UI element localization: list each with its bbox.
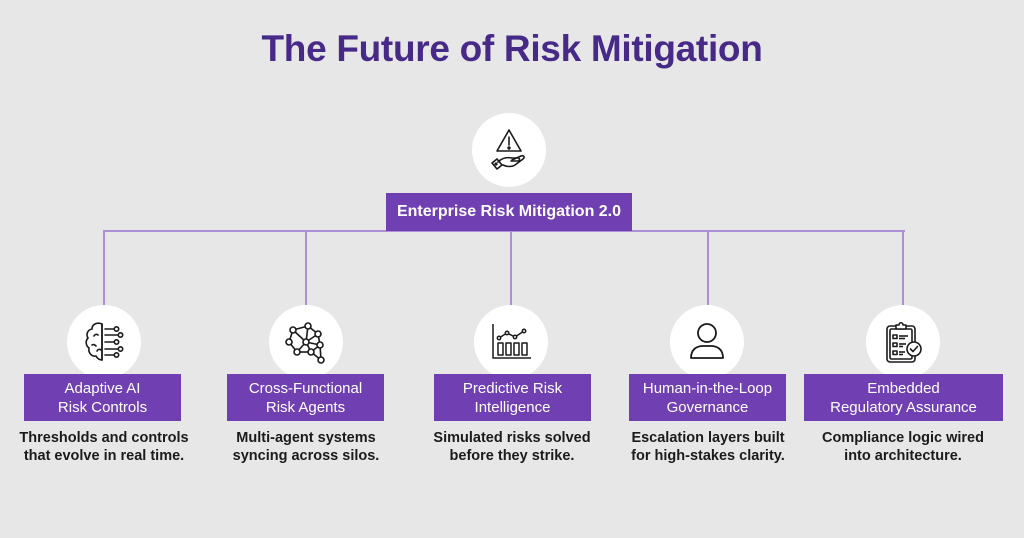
node-1-desc-line1: Thresholds and controls [19,430,189,446]
node-4-box: Human-in-the-Loop Governance [629,374,786,421]
node-5-desc-line1: Compliance logic wired [822,430,984,446]
node-1-description: Thresholds and controls that evolve in r… [0,429,214,465]
node-3-label-line2: Intelligence [474,398,551,416]
node-2-label-line1: Cross-Functional [248,379,363,397]
node-5-label-line2: Regulatory Assurance [830,398,977,416]
node-2-box: Cross-Functional Risk Agents [227,374,384,421]
connector-horizontal [103,230,905,232]
node-1-desc-line2: that evolve in real time. [23,448,185,464]
node-3-desc-line1: Simulated risks solved [433,430,591,446]
node-2-desc-line1: Multi-agent systems [236,430,376,446]
node-5-box: Embedded Regulatory Assurance [804,374,1003,421]
ai-brain-circuit-icon [85,322,124,361]
node-5-desc-line2: into architecture. [844,448,962,464]
node-5-description: Compliance logic wired into architecture… [793,429,1013,465]
node-5-icon-circle [866,305,940,379]
warning-hand-icon [491,129,525,170]
person-icon [690,323,724,359]
clipboard-check-icon [886,321,922,363]
node-2-desc-line2: syncing across silos. [232,448,380,464]
connector-node-1 [103,231,105,305]
node-4-desc-line1: Escalation layers built [631,430,785,446]
node-4-desc-line2: for high-stakes clarity. [631,448,785,464]
node-4-label-line1: Human-in-the-Loop [642,379,773,397]
node-4-description: Escalation layers built for high-stakes … [598,429,818,465]
node-3-description: Simulated risks solved before they strik… [402,429,622,465]
node-4-label-line2: Governance [666,398,749,416]
node-4-icon-circle [670,305,744,379]
node-1-box: Adaptive AI Risk Controls [24,374,181,421]
node-3-icon-circle [474,305,548,379]
page-title: The Future of Risk Mitigation [261,28,763,69]
node-1-label-line2: Risk Controls [57,398,148,416]
node-3-desc-line2: before they strike. [449,448,575,464]
connector-node-5 [902,231,904,305]
connector-node-4 [707,231,709,305]
node-5-label-line1: Embedded [867,379,940,397]
node-1-label-line1: Adaptive AI [64,379,141,397]
node-1-icon-circle [67,305,141,379]
node-2-label-line2: Risk Agents [265,398,346,416]
node-3-label-line1: Predictive Risk [462,379,563,397]
node-2-icon-circle [269,305,343,379]
network-nodes-icon [285,322,325,364]
connector-node-3 [510,231,512,305]
bar-line-chart-icon [492,324,531,359]
root-icon-circle [472,113,546,187]
root-node-box: Enterprise Risk Mitigation 2.0 [386,193,632,231]
connector-node-2 [305,231,307,305]
node-3-box: Predictive Risk Intelligence [434,374,591,421]
node-2-description: Multi-agent systems syncing across silos… [196,429,416,465]
